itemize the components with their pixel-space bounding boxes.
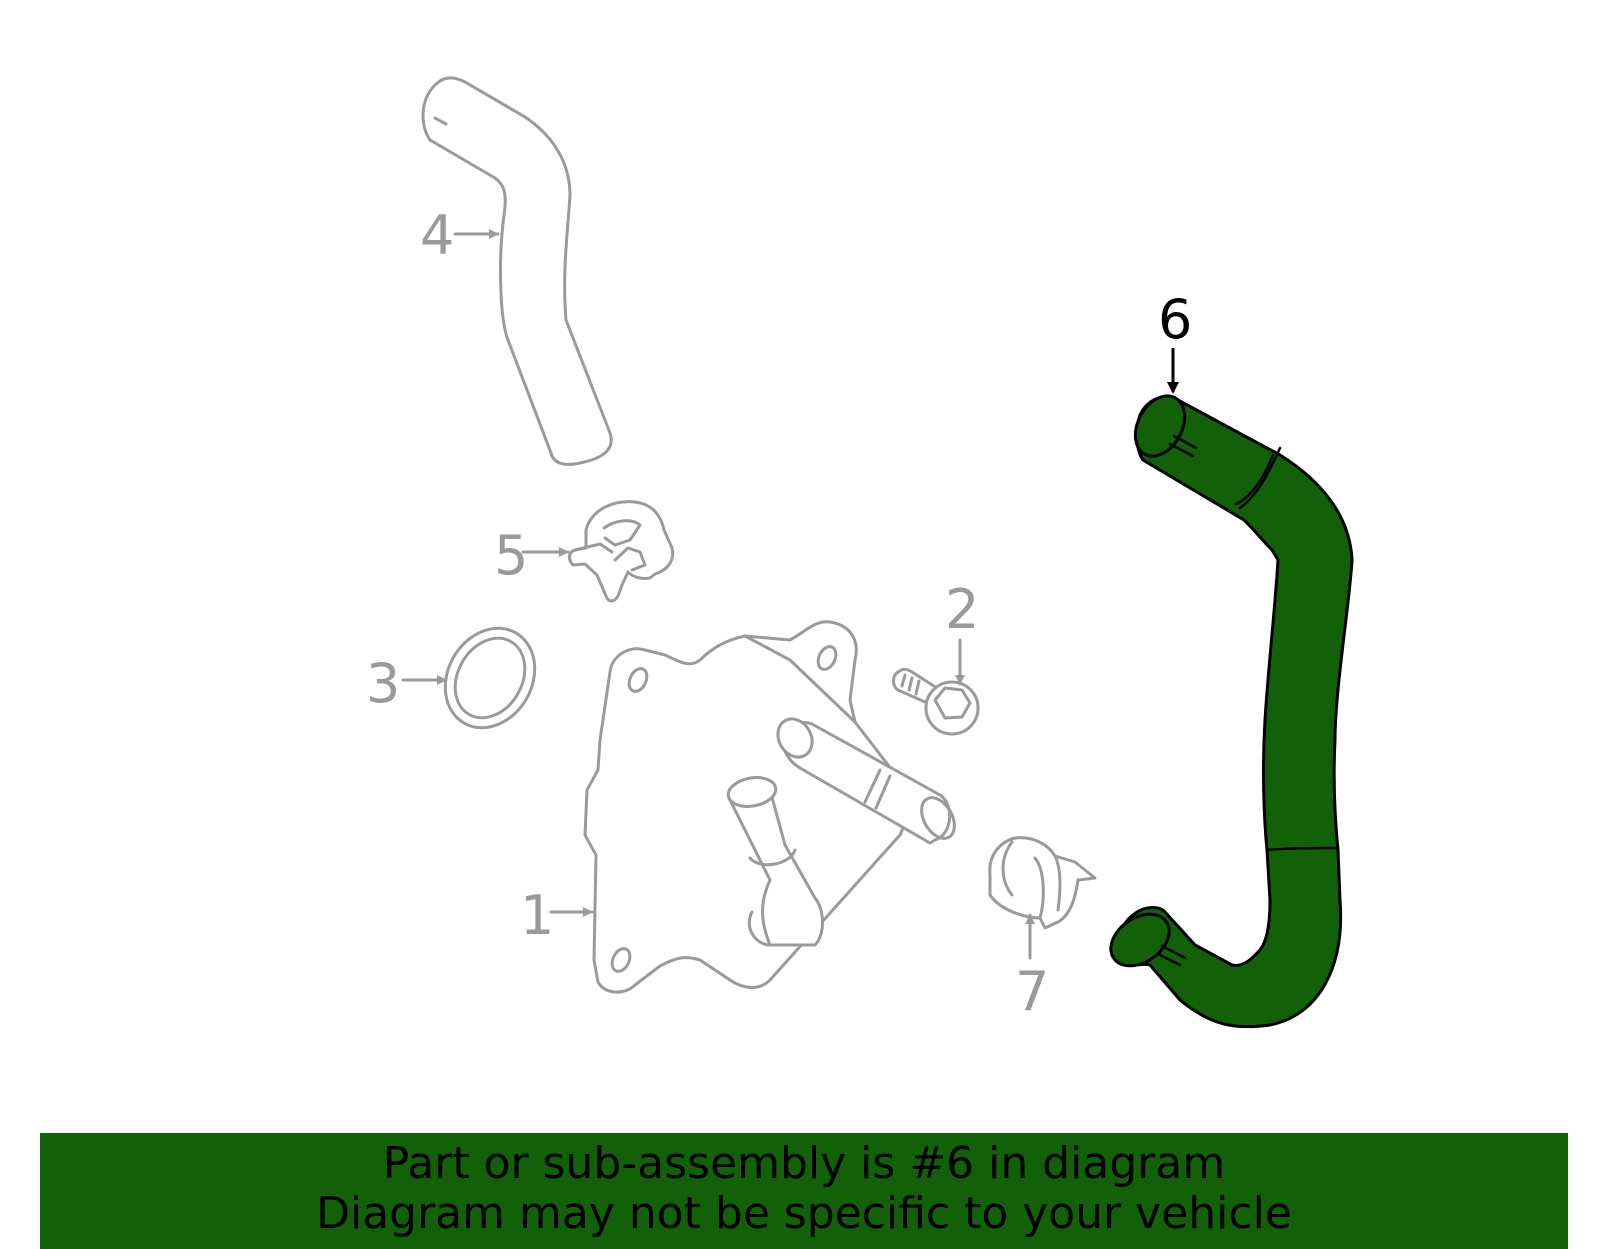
part-7-clamp (988, 836, 1097, 930)
callout-5: 5 (494, 524, 528, 587)
part-3-o-ring (443, 626, 537, 730)
leader-arrows (401, 229, 1179, 960)
part-4-hose (421, 76, 613, 466)
part-6-hose (1109, 394, 1354, 1029)
callout-6: 6 (1158, 288, 1192, 351)
part-1-oil-cooler (583, 620, 956, 994)
part-2-bolt (892, 667, 980, 736)
banner-disclaimer: Diagram may not be specific to your vehi… (316, 1188, 1292, 1239)
callout-7: 7 (1015, 960, 1049, 1023)
callout-1: 1 (520, 884, 554, 947)
callout-3: 3 (366, 652, 400, 715)
part-5-clip (568, 500, 675, 603)
callout-2: 2 (945, 578, 979, 641)
callout-4: 4 (420, 204, 454, 267)
info-banner: Part or sub-assembly is #6 in diagram Di… (40, 1133, 1568, 1249)
banner-part-note: Part or sub-assembly is #6 in diagram (382, 1138, 1226, 1189)
